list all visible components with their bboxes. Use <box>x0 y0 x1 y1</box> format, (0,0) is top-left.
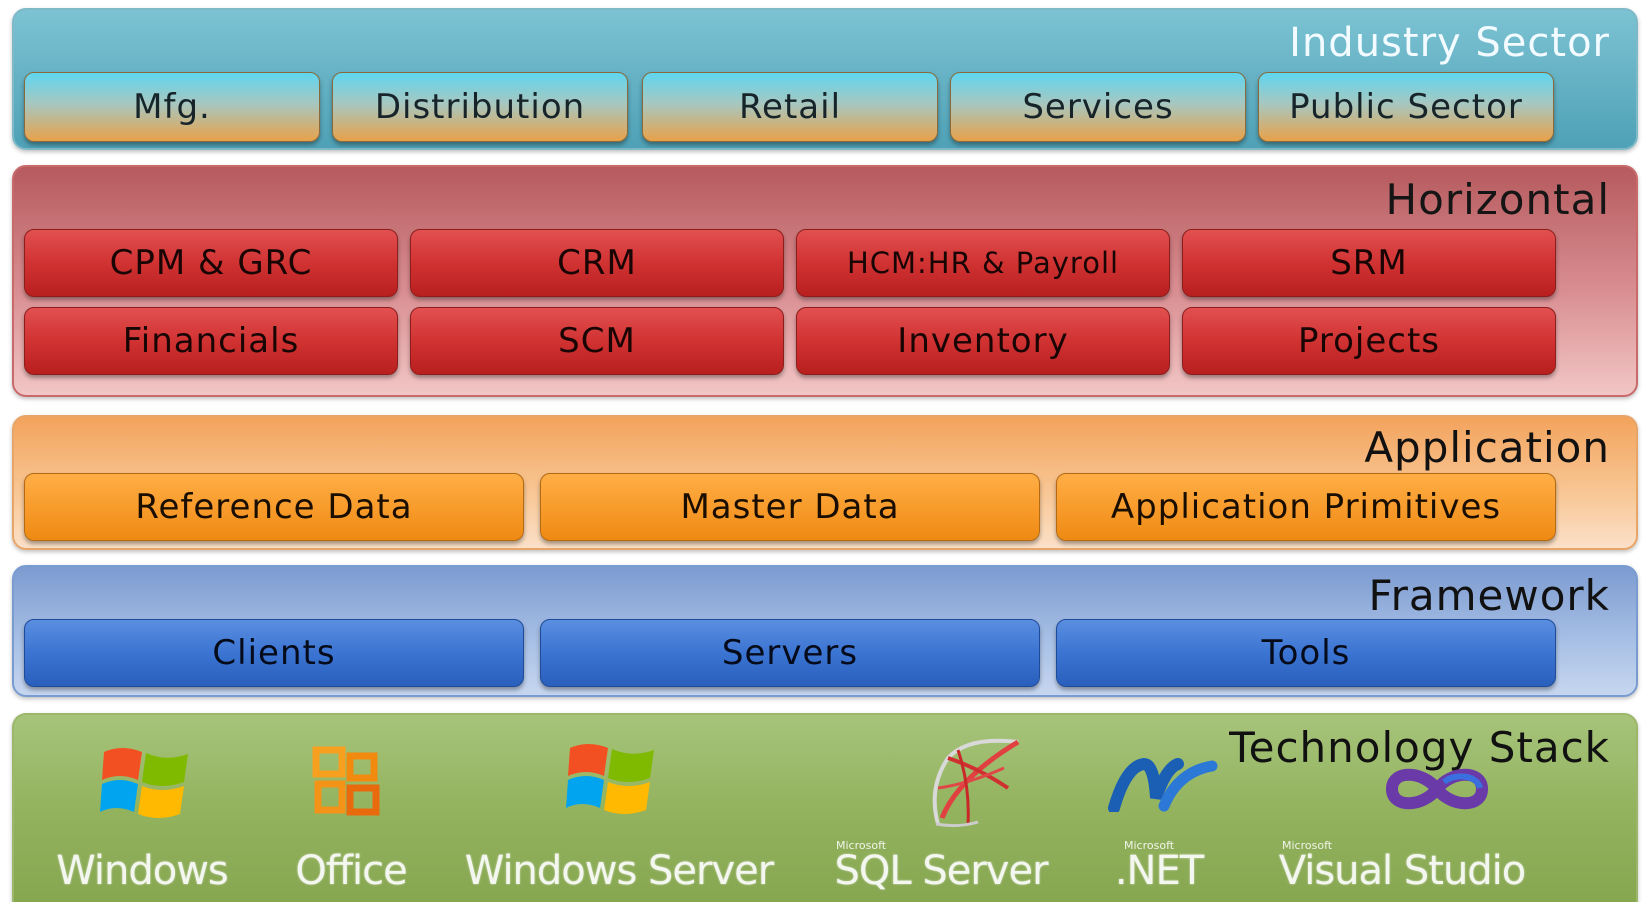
technology-stack-layer: Technology Stack Windows Office Windows … <box>12 713 1638 902</box>
tech-dotnet-brand: Microsoft <box>1124 839 1175 852</box>
tech-sql-server: Microsoft SQL Server <box>826 728 1056 894</box>
industry-tile-services: Services <box>950 72 1246 142</box>
industry-tile-mfg: Mfg. <box>24 72 320 142</box>
horizontal-title: Horizontal <box>1385 175 1610 224</box>
framework-tile-tools: Tools <box>1056 619 1556 687</box>
horizontal-tile-financials: Financials <box>24 307 398 375</box>
horizontal-tile-cpm-grc: CPM & GRC <box>24 229 398 297</box>
application-title: Application <box>1364 423 1610 472</box>
application-tile-reference-data: Reference Data <box>24 473 524 541</box>
application-tile-application-primitives: Application Primitives <box>1056 473 1556 541</box>
tech-windows-label: Windows <box>56 848 229 894</box>
tech-windows-server: Windows Server <box>454 728 784 894</box>
horizontal-tile-projects: Projects <box>1182 307 1556 375</box>
framework-tile-clients: Clients <box>24 619 524 687</box>
industry-sector-title: Industry Sector <box>1289 20 1610 66</box>
tech-office: Office <box>276 728 426 894</box>
tech-dotnet-label: .NET <box>1114 848 1204 894</box>
tech-office-label: Office <box>295 848 407 894</box>
visual-studio-logo-icon <box>1385 768 1489 810</box>
tech-visual-studio-label: Visual Studio <box>1278 848 1527 894</box>
industry-tile-public-sector: Public Sector <box>1258 72 1554 142</box>
sql-server-logo-icon <box>932 738 1020 828</box>
windows-flag-icon <box>100 748 188 818</box>
tech-dotnet: Microsoft .NET <box>1094 728 1224 894</box>
framework-layer: Framework Clients Servers Tools <box>12 565 1638 697</box>
horizontal-tile-srm: SRM <box>1182 229 1556 297</box>
industry-sector-layer: Industry Sector Mfg. Distribution Retail… <box>12 8 1638 150</box>
framework-title: Framework <box>1368 571 1610 620</box>
office-logo-icon <box>312 746 380 816</box>
windows-flag-icon <box>566 744 654 814</box>
framework-tile-servers: Servers <box>540 619 1040 687</box>
dotnet-logo-icon <box>1108 758 1218 812</box>
tech-windows: Windows <box>42 728 242 894</box>
technology-stack-title: Technology Stack <box>1229 723 1610 772</box>
tech-visual-studio: Microsoft Visual Studio <box>1262 728 1542 894</box>
horizontal-layer: Horizontal CPM & GRC CRM HCM:HR & Payrol… <box>12 165 1638 397</box>
horizontal-tile-hcm: HCM:HR & Payroll <box>796 229 1170 297</box>
application-tile-master-data: Master Data <box>540 473 1040 541</box>
tech-visual-studio-brand: Microsoft <box>1282 839 1333 852</box>
tech-sql-server-label: SQL Server <box>834 848 1048 894</box>
horizontal-tile-scm: SCM <box>410 307 784 375</box>
industry-tile-distribution: Distribution <box>332 72 628 142</box>
tech-windows-server-label: Windows Server <box>464 848 774 894</box>
horizontal-tile-inventory: Inventory <box>796 307 1170 375</box>
horizontal-tile-crm: CRM <box>410 229 784 297</box>
industry-tile-retail: Retail <box>642 72 938 142</box>
application-layer: Application Reference Data Master Data A… <box>12 415 1638 550</box>
tech-sql-server-brand: Microsoft <box>836 839 887 852</box>
